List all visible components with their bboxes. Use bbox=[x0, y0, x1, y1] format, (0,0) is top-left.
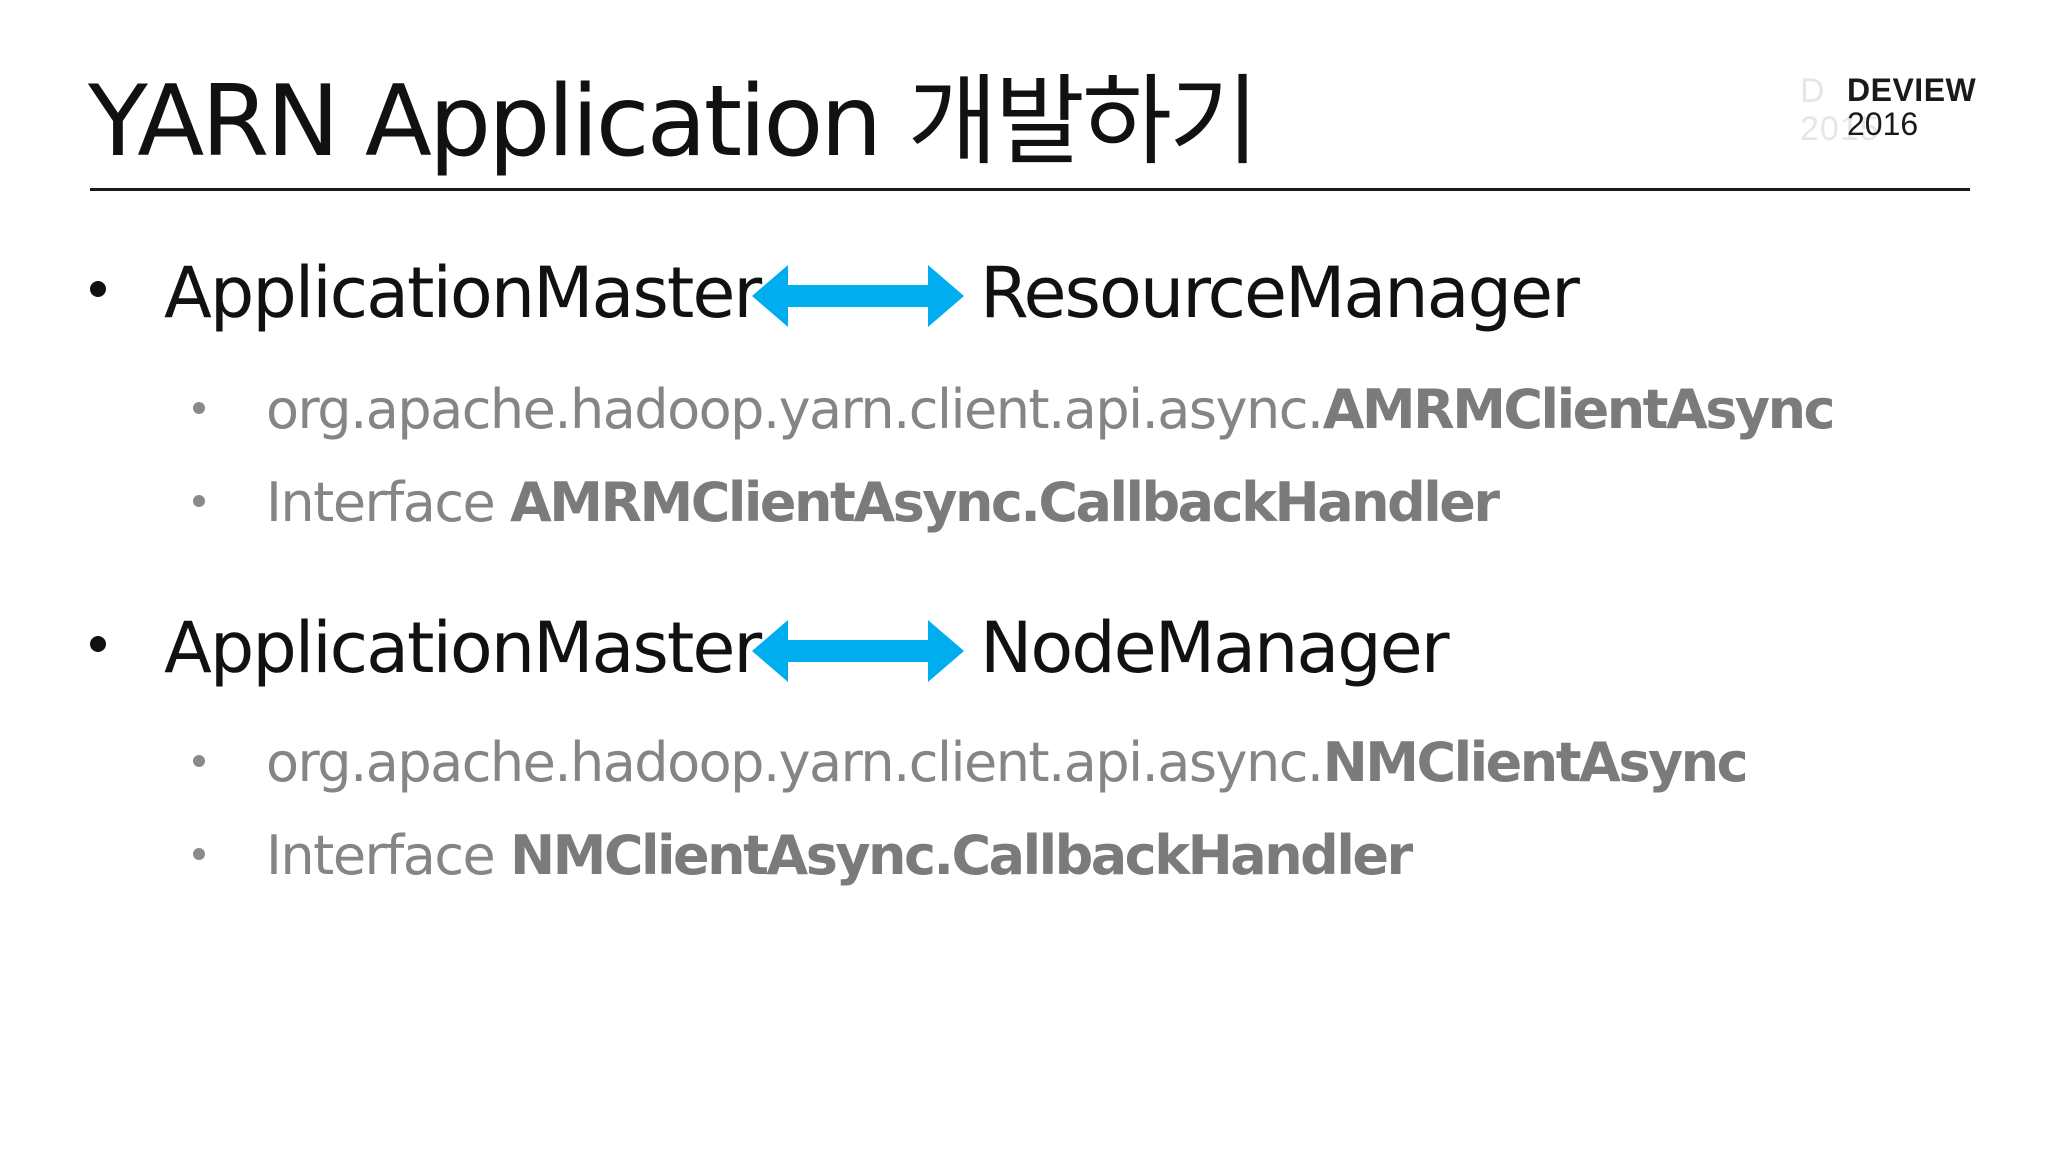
bullet-left-label: ApplicationMaster bbox=[164, 252, 762, 334]
double-arrow-icon bbox=[752, 265, 964, 327]
sub-item-class-name: AMRMClientAsync.CallbackHandler bbox=[509, 471, 1500, 534]
bullet-dot bbox=[90, 636, 106, 652]
logo-year: 2016 bbox=[1847, 106, 1919, 142]
sub-bullet-dot bbox=[193, 495, 205, 507]
sub-item-prefix: org.apache.hadoop.yarn.client.api.async. bbox=[266, 731, 1324, 794]
logo-ghost-line-1: D bbox=[1800, 72, 1826, 110]
bullet-dot bbox=[90, 281, 106, 297]
sub-item-class-name: NMClientAsync.CallbackHandler bbox=[509, 824, 1413, 887]
deview-logo: D 2015 DEVIEW 2016 bbox=[1800, 72, 1976, 162]
bullet-right-label: ResourceManager bbox=[980, 252, 1580, 334]
sub-item-class-name: NMClientAsync bbox=[1322, 731, 1749, 794]
double-arrow-icon bbox=[752, 620, 964, 682]
sub-item-text: Interface AMRMClientAsync.CallbackHandle… bbox=[266, 463, 1500, 543]
slide-title: YARN Application 개발하기 bbox=[88, 65, 1259, 179]
logo-name: DEVIEW bbox=[1847, 72, 1977, 108]
bullet-right-label: NodeManager bbox=[980, 607, 1450, 689]
sub-item-text: Interface NMClientAsync.CallbackHandler bbox=[266, 816, 1413, 896]
sub-item-prefix: Interface bbox=[266, 824, 510, 887]
title-divider bbox=[90, 188, 1970, 191]
sub-bullet-dot bbox=[193, 848, 205, 860]
sub-item-nm-client-async: org.apache.hadoop.yarn.client.api.async.… bbox=[0, 723, 2048, 803]
logo-ghost-text: D 2015 bbox=[1800, 72, 1880, 148]
sub-item-nm-callback-handler: Interface NMClientAsync.CallbackHandler bbox=[0, 816, 2048, 896]
bullet-applicationmaster-resourcemanager: ApplicationMaster ResourceManager bbox=[0, 248, 2048, 338]
sub-item-class-name: AMRMClientAsync bbox=[1322, 378, 1836, 441]
logo-ghost-line-2: 2015 bbox=[1800, 110, 1880, 148]
sub-item-text: org.apache.hadoop.yarn.client.api.async.… bbox=[266, 723, 1749, 803]
sub-item-amrm-callback-handler: Interface AMRMClientAsync.CallbackHandle… bbox=[0, 463, 2048, 543]
bullet-left-label: ApplicationMaster bbox=[164, 607, 762, 689]
sub-item-prefix: Interface bbox=[266, 471, 510, 534]
bullet-applicationmaster-nodemanager: ApplicationMaster NodeManager bbox=[0, 603, 2048, 693]
sub-bullet-dot bbox=[193, 755, 205, 767]
sub-bullet-dot bbox=[193, 402, 205, 414]
sub-item-prefix: org.apache.hadoop.yarn.client.api.async. bbox=[266, 378, 1324, 441]
sub-item-text: org.apache.hadoop.yarn.client.api.async.… bbox=[266, 370, 1836, 450]
sub-item-amrm-client-async: org.apache.hadoop.yarn.client.api.async.… bbox=[0, 370, 2048, 450]
